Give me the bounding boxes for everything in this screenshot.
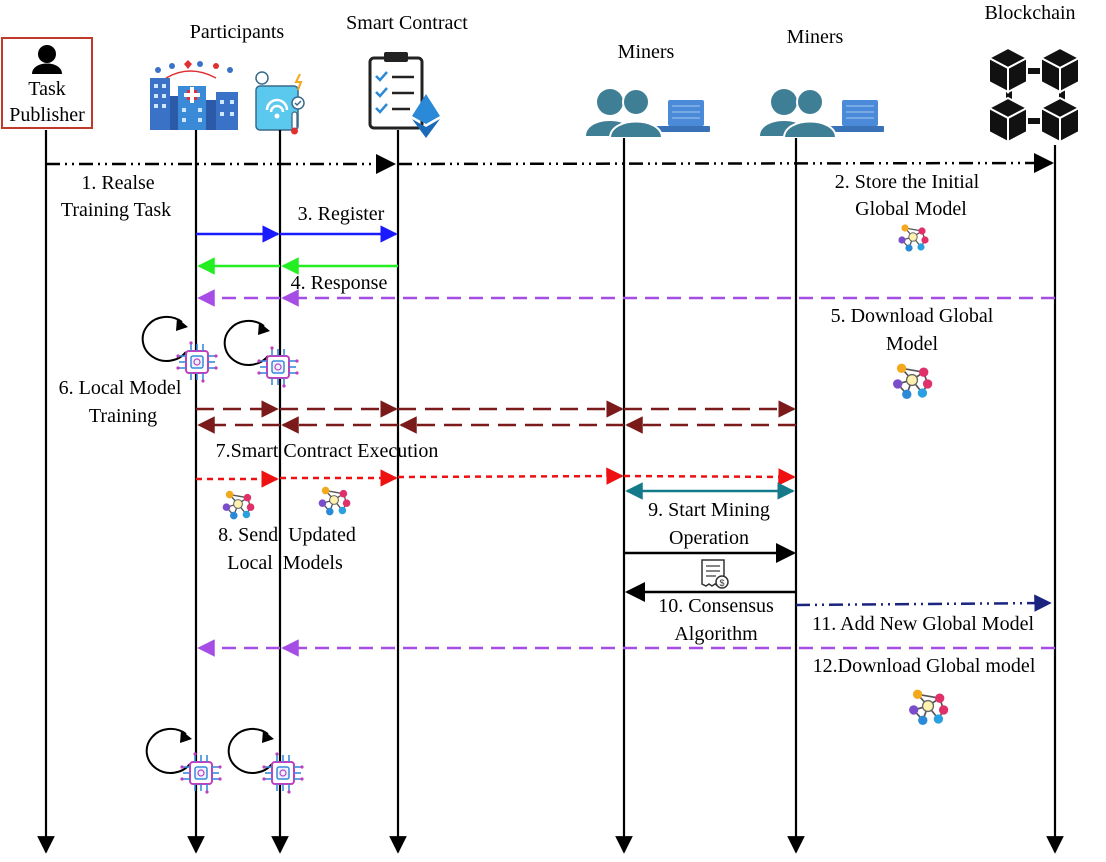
step-2-label-line-1: 2. Store the Initial — [835, 171, 980, 193]
step-9-label-line-2: Operation — [669, 527, 749, 549]
task-publisher-label-2: Publisher — [9, 104, 85, 126]
step-3-label: 3. Register — [298, 203, 385, 225]
ethereum-icon — [412, 94, 440, 138]
chip-icon — [261, 751, 305, 795]
step-4-label: 4. Response — [291, 272, 388, 294]
chip-icon — [179, 751, 223, 795]
chip-icon — [175, 340, 219, 384]
receipt-icon: $ — [701, 559, 729, 589]
miner-group-icon — [585, 88, 711, 139]
chip-icon — [256, 345, 300, 389]
neural-network-icon — [897, 223, 930, 253]
refresh-loop-icon — [223, 319, 271, 366]
step-10-label-line-2: Algorithm — [674, 623, 758, 645]
blockchain-header: Blockchain — [984, 2, 1075, 24]
step-1-label-line-2: Training Task — [61, 199, 171, 221]
step-6-label-line-2: Training — [89, 405, 157, 427]
step-8-label-line-2: Local Models — [227, 552, 343, 574]
neural-network-icon — [317, 486, 352, 517]
neural-network-icon — [221, 490, 256, 521]
message-release-task — [46, 153, 1054, 174]
neural-network-icon — [908, 688, 950, 726]
lifelines — [37, 130, 1064, 854]
message-contract-execution — [196, 467, 796, 488]
miners-1-header: Miners — [618, 41, 675, 63]
step-11-label: 11. Add New Global Model — [812, 613, 1034, 635]
step-12-label: 12.Download Global model — [813, 655, 1036, 677]
step-1-label-line-1: 1. Realse — [81, 172, 154, 194]
step-9-label-line-1: 9. Start Mining — [648, 499, 770, 521]
task-publisher-label-1: Task — [28, 78, 65, 100]
svg-text:$: $ — [719, 578, 724, 588]
neural-network-icon — [892, 362, 934, 400]
participants-header: Participants — [190, 21, 285, 43]
message-add-global-model — [795, 594, 1052, 612]
refresh-loop-icon — [141, 315, 189, 362]
contract-clipboard-icon — [368, 52, 424, 130]
smart-contract-header: Smart Contract — [346, 12, 468, 34]
step-7-label: 7.Smart Contract Execution — [216, 440, 439, 462]
step-2-label-line-2: Global Model — [855, 198, 967, 220]
step-6-label-line-1: 6. Local Model — [59, 377, 182, 399]
task-publisher-actor: Task Publisher — [1, 37, 93, 129]
iot-device-icon — [255, 71, 305, 135]
miners-2-header: Miners — [787, 26, 844, 48]
step-10-label-line-1: 10. Consensus — [658, 595, 774, 617]
step-5-label-line-1: 5. Download Global — [831, 305, 994, 327]
hospital-icon — [150, 60, 238, 130]
miner-group-icon — [759, 88, 885, 139]
blockchain-cubes-icon — [988, 47, 1080, 143]
person-icon — [32, 45, 62, 74]
step-8-label-line-1: 8. Send Updated — [218, 524, 356, 546]
step-5-label-line-2: Model — [886, 333, 939, 355]
